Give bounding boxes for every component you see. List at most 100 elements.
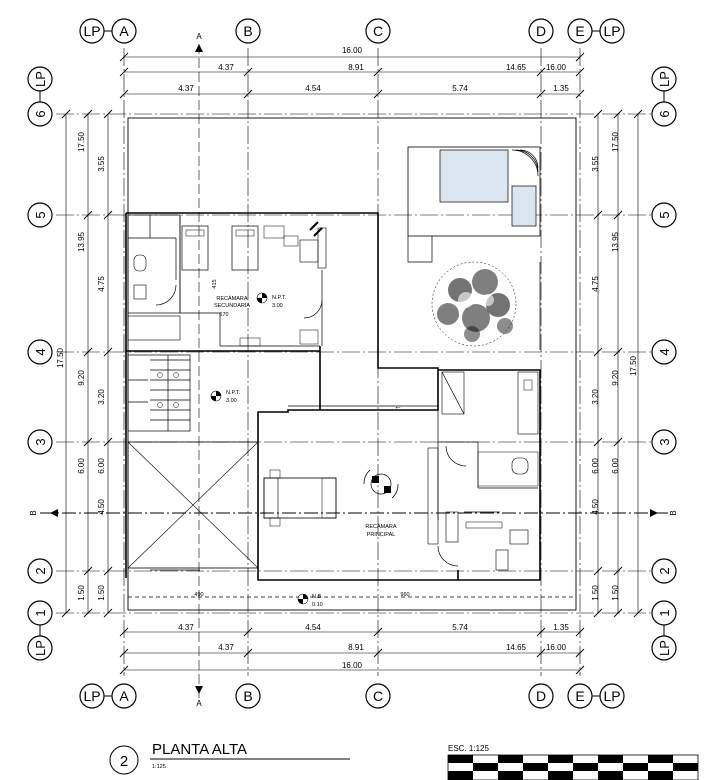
bubble-right-lp-bottom: LP (657, 640, 672, 656)
dim-top-cum-1: 4.37 (218, 63, 234, 72)
bubble-left-1: 1 (33, 609, 48, 616)
bubble-bottom-lp-right: LP (603, 688, 620, 704)
dim-left-cum-1: 17.50 (77, 131, 86, 152)
grid-lines (40, 44, 668, 700)
room-secondary-line2: SECUNDARIA (214, 303, 250, 309)
right-grid-bubbles: LP 6 5 4 3 2 1 LP B (650, 66, 678, 661)
bubble-right-lp-top: LP (657, 71, 672, 87)
bubble-left-2: 2 (33, 567, 48, 574)
dim-left-mid: 17.50 (56, 347, 65, 368)
scale-bar (447, 754, 699, 780)
title-block: 2 PLANTA ALTA 1:125 ESC. 1:125 (109, 741, 699, 780)
dim-right-part-3: 3.20 (591, 389, 600, 405)
title-text: PLANTA ALTA (152, 741, 247, 758)
room-principal-line1: RECÁMARA (365, 523, 397, 530)
dim-right-part-4: 6.00 (591, 458, 600, 474)
left-grid-bubbles: LP 6 5 4 3 2 1 LP B (27, 66, 58, 661)
dim-left-part-2: 4.75 (97, 276, 106, 292)
right-dimensions: 3.55 4.75 3.20 6.00 4.50 1.50 17.50 13.9… (591, 109, 643, 618)
title-scale-small: 1:125 (152, 764, 166, 770)
dim-top-part-3: 5.74 (452, 84, 468, 93)
nb-value: 0.10 (312, 602, 323, 608)
bubble-left-5: 5 (33, 211, 48, 218)
dim-bottom-cum-1: 4.37 (218, 643, 234, 652)
dim-top-cum-4: 16.00 (546, 63, 567, 72)
dim-960: 960 (400, 592, 409, 598)
bubble-top-lp-right: LP (603, 23, 620, 39)
bubble-top-d: D (536, 23, 546, 39)
bubble-top-e: E (575, 23, 584, 39)
section-a-top: A (196, 32, 202, 41)
dim-top-cum-3: 14.65 (506, 63, 527, 72)
dim-right-cum-6: 1.50 (611, 585, 620, 601)
dim-bottom-part-4: 1.35 (553, 623, 569, 632)
top-grid-bubbles: LP A B C D E LP A (79, 18, 625, 52)
dim-left-cum-2: 13.95 (77, 231, 86, 252)
dim-right-cum-3: 9.20 (611, 370, 620, 386)
dim-left-part-5: 4.50 (97, 499, 106, 515)
dim-right-cum-1: 17.50 (611, 131, 620, 152)
dim-left-part-6: 1.50 (97, 585, 106, 601)
tree-icon (431, 261, 517, 347)
dim-left-cum-4: 6.00 (77, 458, 86, 474)
nb-label: N.B. (312, 594, 323, 600)
top-dimensions: 16.00 4.37 8.91 14.65 16.00 4.37 4.54 5.… (119, 46, 585, 99)
title-number: 2 (120, 753, 128, 770)
dim-right-mid: 17.50 (629, 355, 638, 376)
bubble-left-lp-bottom: LP (33, 640, 48, 656)
dim-left-part-4: 6.00 (97, 458, 106, 474)
dim-bottom-cum-2: 8.91 (348, 643, 364, 652)
bubble-top-b: B (243, 23, 252, 39)
dim-490: 490 (194, 592, 203, 598)
dim-right-part-2: 4.75 (591, 276, 600, 292)
bottom-dimensions: 4.37 4.54 5.74 1.35 4.37 8.91 14.65 16.0… (119, 623, 585, 675)
door-arrow: ← (394, 402, 402, 411)
npt-label-1: N.P.T. (272, 295, 287, 301)
bubble-left-3: 3 (33, 438, 48, 445)
bubble-bottom-b: B (243, 688, 252, 704)
bubble-right-4: 4 (657, 348, 672, 355)
dim-670: 670 (219, 312, 228, 318)
dim-left-part-3: 3.20 (97, 389, 106, 405)
bubble-right-2: 2 (657, 567, 672, 574)
dim-left-cum-3: 9.20 (77, 370, 86, 386)
dim-bottom-total: 16.00 (342, 661, 363, 670)
bubble-bottom-a: A (119, 688, 129, 704)
section-b-right: B (669, 510, 678, 515)
stairs (127, 354, 191, 432)
dim-top-cum-2: 8.91 (348, 63, 364, 72)
bubble-left-4: 4 (33, 348, 48, 355)
section-a-bottom: A (196, 699, 202, 708)
dim-bottom-part-2: 4.54 (305, 623, 321, 632)
dim-bottom-part-3: 5.74 (452, 623, 468, 632)
bubble-bottom-e: E (575, 688, 584, 704)
building: RECÁMARA SECUNDARIA 670 415 N.P.T. 3.00 (125, 117, 577, 611)
bottom-grid-bubbles: LP A B C D E LP A (79, 683, 625, 709)
dim-left-part-1: 3.55 (97, 156, 106, 172)
bubble-bottom-lp-left: LP (83, 688, 100, 704)
dim-right-part-5: 4.50 (591, 499, 600, 515)
npt-label-2: N.P.T. (226, 390, 241, 396)
left-dimensions: 17.50 17.50 13.95 9.20 6.00 1.50 3.55 4.… (56, 109, 113, 618)
bubble-right-1: 1 (657, 609, 672, 616)
scale-bar-label: ESC. 1:125 (448, 744, 489, 753)
section-b-left: B (29, 510, 38, 515)
dim-top-part-2: 4.54 (305, 84, 321, 93)
dim-bottom-cum-3: 14.65 (506, 643, 527, 652)
bubble-left-6: 6 (33, 110, 48, 117)
room-principal-line2: PRINCIPAL (367, 532, 396, 538)
dim-bottom-part-1: 4.37 (178, 623, 194, 632)
bubble-bottom-d: D (536, 688, 546, 704)
dim-right-part-1: 3.55 (591, 156, 600, 172)
dim-top-total: 16.00 (342, 46, 363, 55)
bubble-right-3: 3 (657, 438, 672, 445)
dim-415: 415 (212, 279, 218, 288)
room-secondary-line1: RECÁMARA (216, 295, 248, 302)
npt-value-1: 3.00 (272, 303, 283, 309)
bubble-right-6: 6 (657, 110, 672, 117)
dim-right-cum-2: 13.95 (611, 231, 620, 252)
bubble-bottom-c: C (373, 688, 383, 704)
bubble-top-a: A (119, 23, 129, 39)
dim-right-part-6: 1.50 (591, 585, 600, 601)
dim-bottom-cum-4: 16.00 (546, 643, 567, 652)
